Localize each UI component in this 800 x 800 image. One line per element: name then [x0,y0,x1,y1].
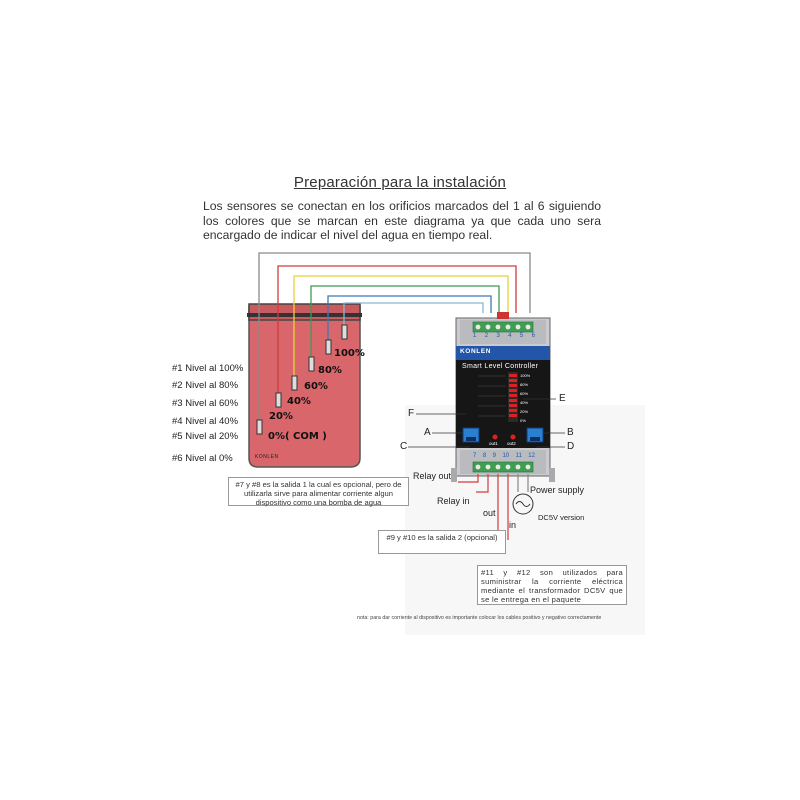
label-out1: out1 [489,441,498,446]
power-supply-symbol [512,493,534,515]
note-output-2: #9 y #10 es la salida 2 (opcional) [378,530,506,554]
top-terminal-screws [475,324,531,330]
din-clip-right [549,468,555,482]
note-output-1: #7 y #8 es la salida 1 la cual es opcion… [228,477,409,507]
bottom-terminal-screws [475,464,531,470]
water-tank [247,303,362,468]
level-legend-6: #6 Nivel al 0% [172,453,233,464]
controller-device [451,312,555,482]
level-legend-5: #5 Nivel al 20% [172,431,239,442]
label-out: out [483,508,496,518]
callout-letter-E: E [559,393,566,404]
probe-60 [308,356,315,372]
level-legend-2: #2 Nivel al 80% [172,380,239,391]
probe-20 [275,392,282,408]
level-legend-1: #1 Nivel al 100% [172,363,244,374]
top-terminal-block [472,321,534,333]
probe-0 [256,419,263,435]
probe-80 [325,339,332,355]
bottom-terminal-block [472,461,534,473]
probes [256,324,348,435]
output-wires [458,474,529,540]
note-power: #11 y #12 son utilizados para suministra… [477,565,627,605]
tank-body [248,305,361,468]
label-power-supply: Power supply [530,485,585,495]
callout-letter-B: B [567,427,574,438]
led-out2 [510,434,516,440]
callout-letter-D: D [567,441,575,452]
label-dc5v-version: DC5V version [538,513,585,522]
wire-cyan [343,302,484,325]
level-legend-4: #4 Nivel al 40% [172,416,239,427]
controller-red-tab [497,312,509,319]
led-out1 [492,434,498,440]
wire-yellow [293,275,509,376]
page-title: Preparación para la instalación [293,174,507,191]
callout-letter-A: A [424,427,431,438]
probe-label-60: 60% [304,381,328,392]
callout-lines [408,398,565,448]
intro-paragraph: Los sensores se conectan en los orificio… [203,199,601,242]
probe-100 [341,324,348,340]
wire-green [310,285,500,357]
label-relay-in: Relay in [437,496,470,506]
label-relay-out: Relay out [413,471,452,481]
callout-letter-F: F [408,408,415,419]
probe-label-40: 40% [287,396,311,407]
controller-brand: KONLEN [460,348,492,355]
tank-brand: KONLEN [255,454,279,460]
tank-rim [247,313,362,317]
label-out2: out2 [507,441,516,446]
wire-red [277,265,517,393]
probe-label-20: 20% [269,411,293,422]
probe-label-0-com: 0%( COM ) [268,431,327,442]
wire-blue [327,295,492,340]
label-in: in [509,520,517,530]
controller-brand-bar [456,346,550,360]
probe-40 [291,375,298,391]
led-bar-labels: 100%80%60%40%20%0% [520,373,531,423]
wire-relay-out [458,474,479,483]
probe-label-80: 80% [318,365,342,376]
footnote: nota: para dar corriente al dispositivo … [357,615,602,621]
controller-name: Smart Level Controller [462,363,539,370]
din-clip-left [451,468,457,482]
led-bar-segments [509,374,517,417]
wire-gray [258,252,531,420]
probe-label-100: 100% [334,348,365,359]
level-legend-3: #3 Nivel al 60% [172,398,239,409]
wire-relay-in [476,474,489,493]
callout-letter-C: C [400,441,408,452]
led-bar-rails [478,375,506,417]
sensor-wires [258,252,531,420]
